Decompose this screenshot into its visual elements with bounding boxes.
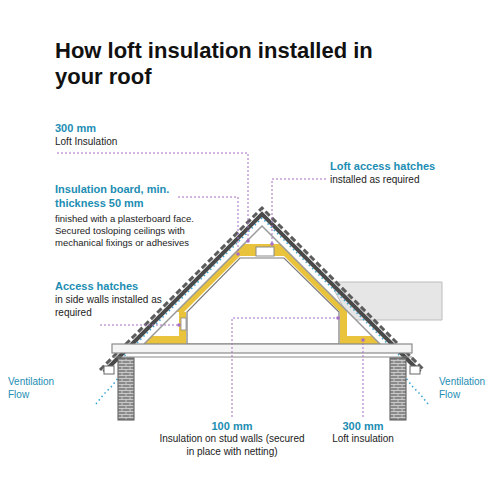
part-label: Loft access hatches [330,160,490,174]
fascia-right [410,366,420,374]
dimension-label: 300 mm [318,420,408,434]
leader-line [232,318,337,417]
flow-label: Ventilation Flow [439,376,497,401]
note-label: finished with a plasterboard face. Secur… [55,213,230,249]
part-label: Loft insulation [318,433,408,446]
eave-insulation-left [144,336,180,344]
part-label: Access hatches [55,280,175,294]
leader-dots [177,239,365,342]
fascia-left [104,366,114,374]
brick-wall-right [390,358,406,420]
leader-line [272,179,326,243]
leader-line [100,325,178,326]
flow-label: Ventilation Flow [8,376,68,401]
dimension-label: 100 mm [157,420,307,434]
note-label: installed as required [330,174,490,187]
dimension-label: 300 mm [55,122,215,136]
leader-dot [270,242,274,246]
loft-access-hatch [256,247,274,256]
leader-dot [236,252,240,256]
leader-dot [336,316,340,320]
leader-line [363,341,364,417]
top-loft-insulation [232,244,292,256]
ceiling-joists [112,344,412,353]
part-label: Insulation board, min. thickness 50 mm [55,183,205,211]
side-wall-hatch [181,318,186,330]
diagram-title: How loft insulation installed in your ro… [55,38,375,91]
stud-wall-insulation-right [340,312,347,344]
eave-insulation-right [346,336,380,344]
brick-wall-left [118,358,134,420]
part-label: Loft Insulation [55,136,215,149]
stud-wall-insulation-left [179,312,186,344]
leader-dot [246,239,250,243]
leader-dot [361,338,365,342]
note-label: Insulation on stud walls (secured in pla… [157,433,307,458]
ceiling-line [112,357,412,358]
leader-dot [177,323,181,327]
note-label: in side walls installed as required [55,294,167,319]
